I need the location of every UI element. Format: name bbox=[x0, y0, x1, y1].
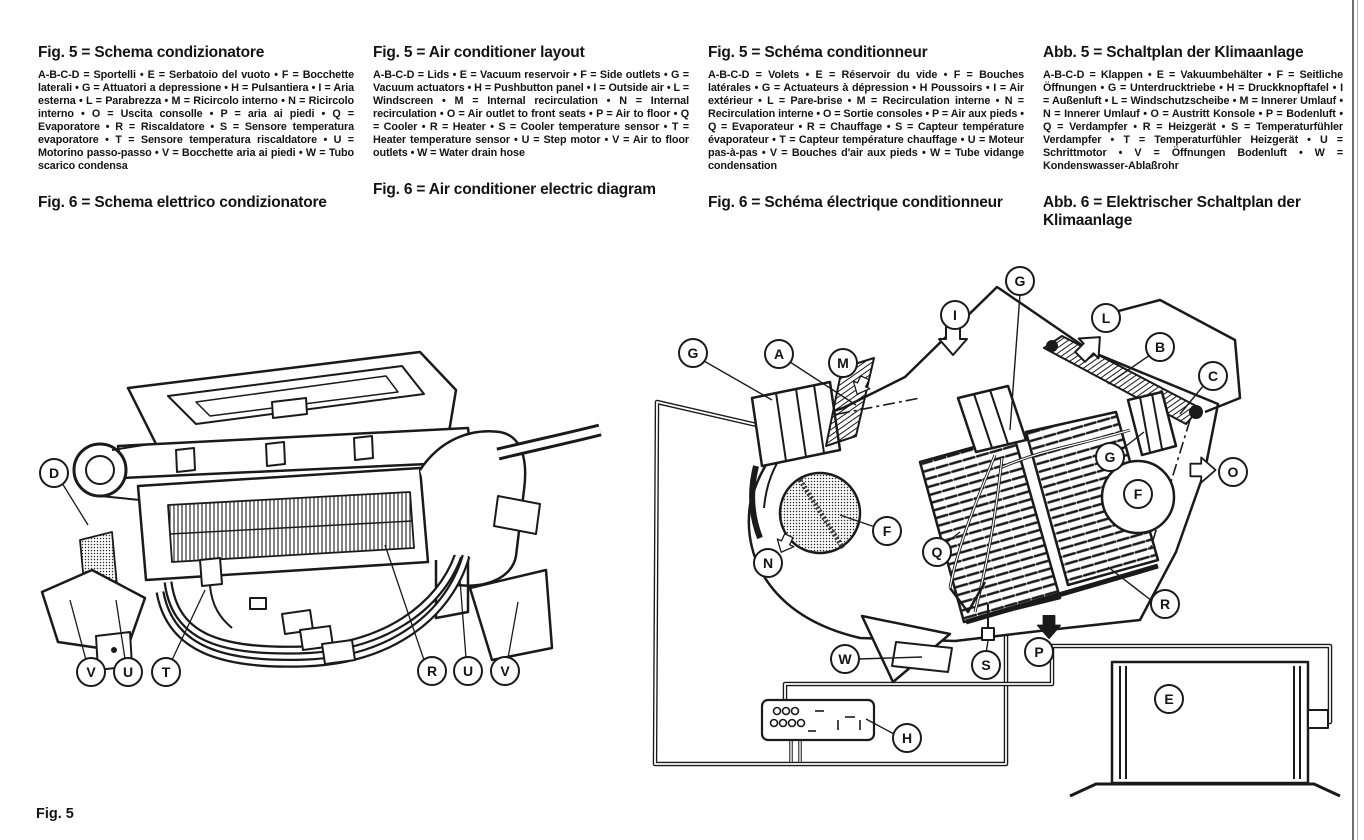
part-label-u: U bbox=[453, 656, 483, 686]
part-label-g: G bbox=[1095, 442, 1125, 472]
recirculation-arrow bbox=[852, 375, 871, 395]
reservoir-base bbox=[1069, 782, 1341, 798]
recirculation-arrow bbox=[776, 533, 795, 553]
outside-air-arrow bbox=[938, 326, 968, 356]
fig5-legend: A-B-C-D = Volets • E = Réservoir du vide… bbox=[708, 69, 1024, 172]
windscreen-arrow bbox=[1074, 336, 1101, 363]
part-label-n: N bbox=[753, 548, 783, 578]
cooler-temp-sensor bbox=[981, 627, 995, 641]
part-label-a: A bbox=[764, 339, 794, 369]
legend-column-english: Fig. 5 = Air conditioner layout A-B-C-D … bbox=[373, 44, 689, 206]
part-label-g: G bbox=[1005, 266, 1035, 296]
part-label-t: T bbox=[151, 657, 181, 687]
fig5-title: Fig. 5 = Schéma conditionneur bbox=[708, 44, 928, 61]
fig5-photo-drawing bbox=[40, 350, 602, 671]
part-label-d: D bbox=[39, 458, 69, 488]
fig5-legend: A-B-C-D = Klappen • E = Vakuumbehälter •… bbox=[1043, 69, 1343, 172]
legend-column-french: Fig. 5 = Schéma conditionneur A-B-C-D = … bbox=[708, 44, 1024, 219]
fig6-title: Abb. 6 = Elektrischer Schaltplan der Kli… bbox=[1043, 194, 1301, 229]
pushbutton-panel bbox=[760, 698, 876, 742]
vacuum-reservoir bbox=[1110, 660, 1310, 785]
fig5-legend: A-B-C-D = Lids • E = Vacuum reservoir • … bbox=[373, 69, 689, 159]
part-label-w: W bbox=[830, 644, 860, 674]
part-label-h: H bbox=[892, 723, 922, 753]
part-label-p: P bbox=[1024, 637, 1054, 667]
defroster-duct bbox=[1091, 298, 1242, 414]
fig6-title: Fig. 6 = Air conditioner electric diagra… bbox=[373, 181, 656, 198]
vacuum-actuator-top bbox=[956, 384, 1028, 454]
figure-caption: Fig. 5 bbox=[36, 806, 74, 822]
part-label-u: U bbox=[113, 657, 143, 687]
part-label-f: F bbox=[872, 516, 902, 546]
part-label-s: S bbox=[971, 650, 1001, 680]
part-label-v: V bbox=[76, 657, 106, 687]
legend-column-italian: Fig. 5 = Schema condizionatore A-B-C-D =… bbox=[38, 44, 354, 219]
fig5-title: Fig. 5 = Schema condizionatore bbox=[38, 44, 265, 61]
fig6-title: Fig. 6 = Schema elettrico condizionatore bbox=[38, 194, 327, 211]
console-outlet-arrow bbox=[1189, 456, 1217, 484]
part-label-f: F bbox=[1123, 479, 1153, 509]
vacuum-actuator-left bbox=[750, 380, 842, 468]
part-label-c: C bbox=[1198, 361, 1228, 391]
outlet-stub bbox=[493, 495, 541, 535]
fig5-title: Fig. 5 = Air conditioner layout bbox=[373, 44, 585, 61]
part-label-o: O bbox=[1218, 457, 1248, 487]
part-label-b: B bbox=[1145, 332, 1175, 362]
legend-column-german: Abb. 5 = Schaltplan der Klimaanlage A-B-… bbox=[1043, 44, 1343, 237]
part-label-r: R bbox=[417, 656, 447, 686]
part-label-v: V bbox=[490, 656, 520, 686]
part-label-l: L bbox=[1091, 303, 1121, 333]
floor-air-arrow bbox=[1036, 614, 1062, 640]
lid-latch bbox=[271, 397, 308, 419]
left-drum bbox=[72, 442, 128, 498]
airflow-arrows bbox=[776, 326, 1217, 640]
heater-temp-sensor bbox=[199, 557, 223, 587]
page-edge-line-light bbox=[1357, 0, 1358, 840]
part-label-e: E bbox=[1154, 684, 1184, 714]
floor-outlet-left bbox=[40, 568, 147, 654]
fig5-legend: A-B-C-D = Sportelli • E = Serbatoio del … bbox=[38, 69, 354, 172]
fig5-title: Abb. 5 = Schaltplan der Klimaanlage bbox=[1043, 44, 1304, 61]
part-label-r: R bbox=[1150, 589, 1180, 619]
part-label-q: Q bbox=[922, 537, 952, 567]
fig6-title: Fig. 6 = Schéma électrique conditionneur bbox=[708, 194, 1003, 211]
part-label-i: I bbox=[940, 300, 970, 330]
floor-outlet-right bbox=[468, 568, 554, 662]
fig5-schematic-drawing bbox=[652, 285, 1341, 798]
part-label-g: G bbox=[678, 338, 708, 368]
part-label-m: M bbox=[828, 348, 858, 378]
page-edge-line bbox=[1352, 0, 1354, 840]
connector bbox=[321, 639, 356, 665]
